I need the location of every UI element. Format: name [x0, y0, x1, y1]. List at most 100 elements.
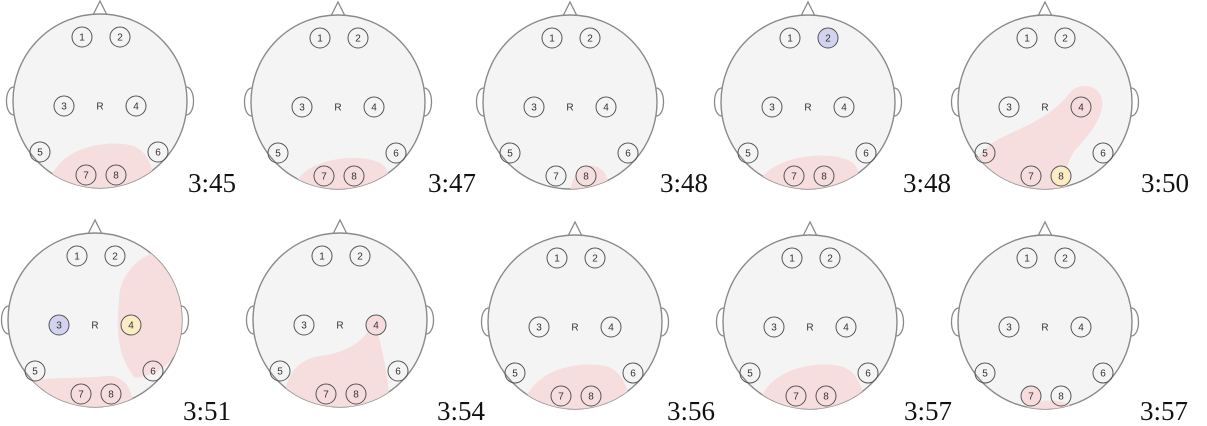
electrode-6 [387, 360, 409, 382]
electrode-label: 1 [787, 34, 793, 45]
activity-region [975, 86, 1103, 189]
electrode-label: 7 [1028, 392, 1034, 403]
left-ear [480, 307, 490, 337]
electrode-label: 4 [371, 103, 377, 114]
electrode-label: 1 [79, 33, 85, 44]
electrode-8 [343, 165, 365, 187]
electrode-label: 2 [112, 252, 118, 263]
electrode-label: 8 [353, 390, 359, 401]
reference-label: R [806, 323, 813, 334]
electrode-label: 5 [507, 149, 513, 160]
electrode-7 [545, 165, 567, 187]
reference-label: R [334, 103, 341, 114]
nose [332, 218, 348, 235]
activity-region [285, 320, 390, 407]
electrode-4 [1070, 316, 1092, 338]
electrode-label: 2 [592, 254, 598, 265]
right-ear [660, 307, 670, 337]
time-label: 3:48 [903, 168, 952, 198]
electrode-label: 3 [531, 103, 537, 114]
electrode-label: 6 [395, 367, 401, 378]
electrode-3 [53, 95, 75, 117]
electrode-1 [1016, 247, 1038, 269]
electrode-label: 7 [83, 171, 89, 182]
time-label: 3:56 [667, 396, 716, 426]
electrode-label: 3 [771, 323, 777, 334]
electrode-label: 4 [603, 103, 609, 114]
electrode-2 [1054, 27, 1076, 49]
electrode-label: 5 [747, 369, 753, 380]
reference-label: R [91, 321, 98, 332]
right-ear [423, 87, 433, 117]
electrode-7 [785, 385, 807, 407]
electrode-label: 7 [78, 390, 84, 401]
electrode-label: 1 [549, 34, 555, 45]
electrode-label: 6 [865, 369, 871, 380]
electrode-3 [998, 316, 1020, 338]
left-ear [950, 87, 960, 117]
electrode-5 [737, 142, 759, 164]
electrode-label: 5 [37, 148, 43, 159]
electrode-4 [833, 96, 855, 118]
right-ear [180, 305, 190, 335]
electrode-1 [71, 26, 93, 48]
electrode-label: 2 [1062, 254, 1068, 265]
electrode-label: 8 [583, 172, 589, 183]
electrode-label: 7 [1028, 172, 1034, 183]
electrode-8 [575, 165, 597, 187]
electrode-label: 1 [319, 252, 325, 263]
electrode-2 [584, 247, 606, 269]
electrode-8 [813, 165, 835, 187]
electrode-label: 6 [863, 149, 869, 160]
electrode-label: 3 [56, 321, 62, 332]
electrode-4 [363, 96, 385, 118]
electrode-5 [24, 360, 46, 382]
electrode-label: 2 [587, 34, 593, 45]
electrode-label: 3 [61, 102, 67, 113]
electrode-8 [100, 383, 122, 405]
electrode-label: 3 [769, 103, 775, 114]
electrode-label: 4 [1078, 323, 1084, 334]
electrode-2 [817, 27, 839, 49]
electrode-2 [349, 245, 371, 267]
electrode-6 [1092, 142, 1114, 164]
electrode-label: 6 [155, 148, 161, 159]
electrode-label: 6 [150, 367, 156, 378]
electrode-label: 5 [277, 367, 283, 378]
electrode-label: 1 [74, 252, 80, 263]
electrode-label: 1 [1024, 254, 1030, 265]
reference-label: R [571, 323, 578, 334]
electrode-4 [1070, 96, 1092, 118]
electrode-4 [120, 314, 142, 336]
electrode-2 [104, 245, 126, 267]
electrode-label: 2 [117, 33, 123, 44]
electrode-label: 4 [841, 103, 847, 114]
electrode-label: 3 [1006, 323, 1012, 334]
nose [567, 220, 583, 237]
time-label: 3:51 [183, 396, 232, 426]
right-ear [185, 86, 195, 116]
electrode-label: 2 [827, 254, 833, 265]
electrode-label: 4 [843, 323, 849, 334]
electrode-3 [763, 316, 785, 338]
electrode-label: 8 [1058, 172, 1064, 183]
right-ear [895, 307, 905, 337]
electrode-5 [739, 362, 761, 384]
electrode-6 [855, 142, 877, 164]
electrode-1 [546, 247, 568, 269]
electrode-8 [1050, 385, 1072, 407]
reference-label: R [1041, 323, 1048, 334]
time-label: 3:45 [188, 168, 237, 198]
electrode-5 [974, 142, 996, 164]
electrode-6 [147, 141, 169, 163]
left-ear [245, 305, 255, 335]
nose [330, 0, 346, 17]
electrode-2 [347, 27, 369, 49]
